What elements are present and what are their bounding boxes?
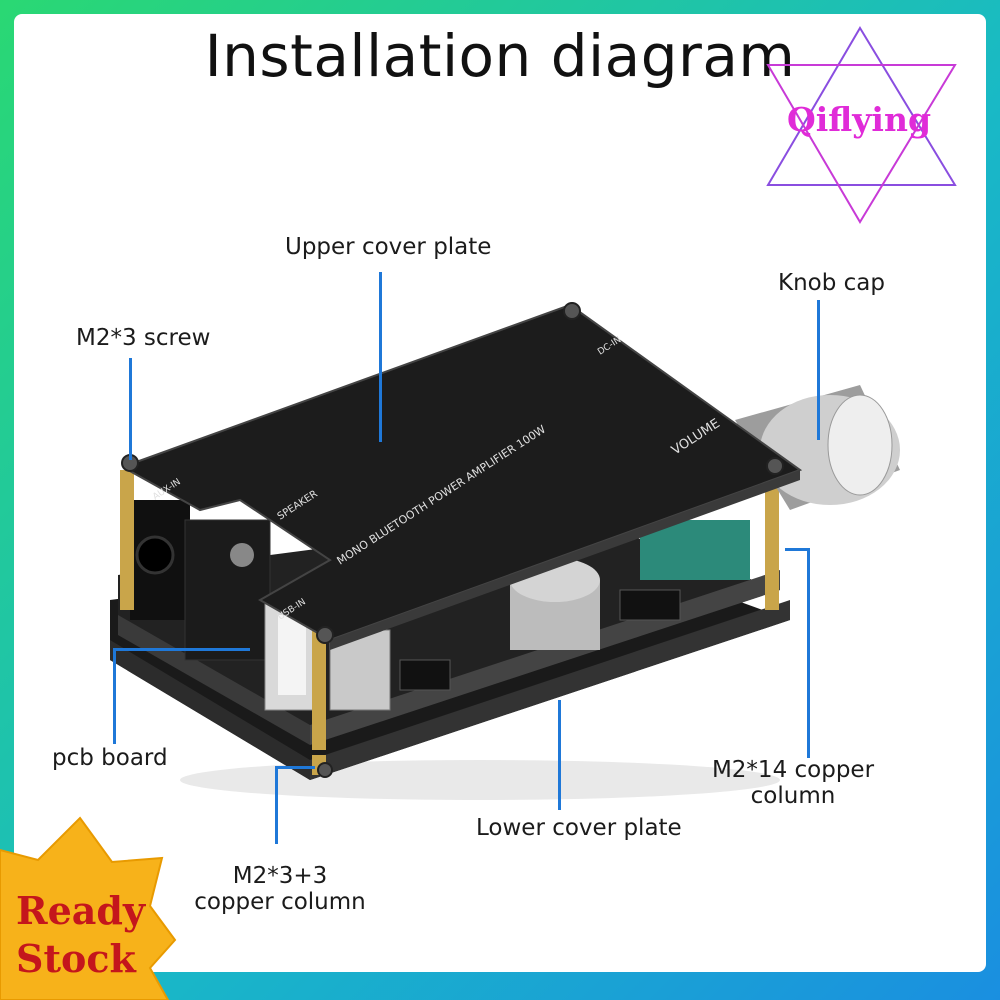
label-knob-cap: Knob cap	[778, 270, 885, 296]
label-m2-14-copper-column: M2*14 copper column	[708, 757, 878, 809]
label-upper-cover-plate: Upper cover plate	[285, 234, 492, 260]
leader-pcb-h	[113, 648, 250, 651]
leader-screw	[129, 358, 132, 460]
leader-pcb-v	[113, 648, 116, 744]
screw-2	[563, 302, 581, 320]
screw-3	[766, 457, 784, 475]
upper-cover-plate-shape	[127, 303, 803, 642]
screw-4	[316, 626, 334, 644]
leader-copper33-v	[275, 766, 278, 844]
leader-upper-cover	[379, 272, 382, 442]
leader-copper14-v	[807, 548, 810, 758]
diagram-title: Installation diagram	[204, 22, 796, 90]
label-m2-3-3-line1: M2*3+3	[232, 863, 328, 889]
label-m2-3-screw: M2*3 screw	[76, 325, 211, 351]
board-shadow	[180, 760, 780, 800]
brand-logo-text: Qiflying	[786, 100, 932, 139]
copper-column-right	[765, 480, 779, 610]
copper-column-left	[120, 470, 134, 610]
badge-stock-text: Stock	[16, 936, 136, 981]
label-m2-3-3-copper-column: M2*3+3 copper column	[192, 863, 368, 915]
label-m2-14-line2: column	[750, 783, 836, 809]
label-m2-3-3-line2: copper column	[194, 889, 366, 915]
copper-column-front	[312, 630, 326, 750]
badge-burst-icon	[0, 816, 177, 1000]
label-pcb-board: pcb board	[52, 745, 168, 771]
leader-copper14-h	[785, 548, 810, 551]
leader-knob-cap	[817, 300, 820, 440]
leader-lower-cover	[558, 700, 561, 810]
screw-5	[317, 762, 333, 778]
speaker-terminal	[184, 519, 271, 661]
badge-ready-text: Ready	[16, 888, 146, 933]
label-m2-14-line1: M2*14 copper	[711, 757, 875, 783]
logo-star-icon	[766, 26, 957, 224]
label-lower-cover-plate: Lower cover plate	[476, 815, 682, 841]
leader-copper33-h	[275, 766, 315, 769]
